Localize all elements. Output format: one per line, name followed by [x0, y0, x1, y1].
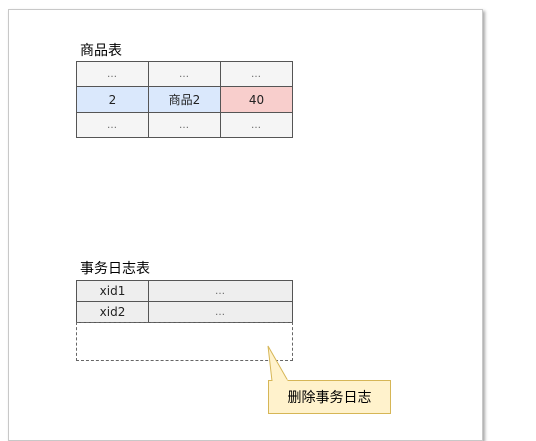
- goods-cell-r0-c2: …: [220, 61, 293, 87]
- deleted-log-row-placeholder: [76, 322, 293, 361]
- delete-log-callout: 删除事务日志: [268, 380, 391, 414]
- log-cell-xid2: xid2: [76, 301, 149, 323]
- goods-cell-r0-c1: …: [148, 61, 221, 87]
- goods-cell-r2-c2: …: [220, 112, 293, 138]
- goods-cell-r2-c0: …: [76, 112, 149, 138]
- log-cell-xid1: xid1: [76, 280, 149, 302]
- callout-pointer-join: [0, 0, 536, 426]
- log-table-title: 事务日志表: [80, 261, 150, 277]
- goods-table-title: 商品表: [80, 43, 122, 59]
- goods-cell-stock: 40: [220, 86, 293, 113]
- goods-cell-name: 商品2: [148, 86, 221, 113]
- goods-cell-id: 2: [76, 86, 149, 113]
